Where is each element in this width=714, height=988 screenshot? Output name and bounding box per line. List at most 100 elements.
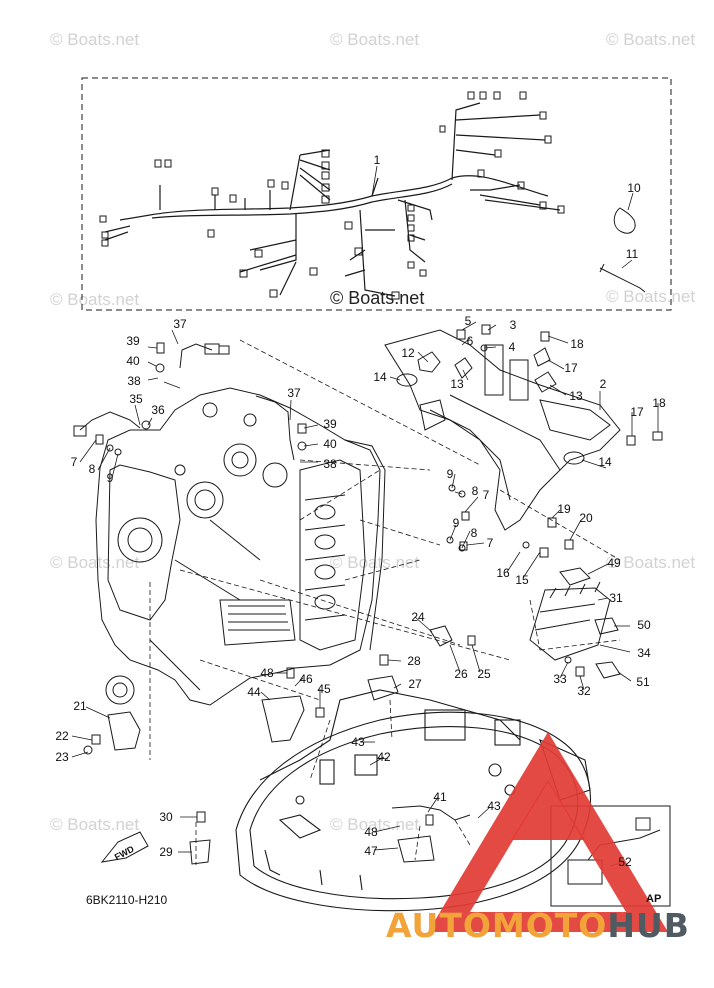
callout-label: 15: [515, 573, 529, 587]
inset-label: AP: [646, 893, 662, 905]
bracket-44: [261, 695, 305, 743]
callout-label: 8: [471, 484, 479, 498]
callout-label: 19: [557, 502, 571, 516]
bracket-2: [384, 329, 621, 531]
callout-label: 2: [599, 377, 607, 391]
bracket-47: [397, 835, 435, 863]
callout-label: 28: [407, 654, 421, 668]
callout-label: 7: [486, 536, 494, 550]
callout-label: 49: [607, 556, 621, 570]
callout-label: 12: [401, 346, 415, 360]
clip-49: [559, 567, 591, 586]
engine-block: [95, 387, 386, 706]
watermark: © Boats.net: [606, 287, 696, 306]
callout-label: 8: [470, 526, 478, 540]
callout-label: 6: [466, 334, 474, 348]
callout-label: 14: [598, 455, 612, 469]
callout-label: 33: [553, 672, 567, 686]
watermark: © Boats.net: [606, 553, 696, 572]
callout-label: 43: [487, 799, 501, 813]
callout-label: 20: [579, 511, 593, 525]
holder-17: [533, 347, 551, 367]
callout-label: 21: [73, 699, 87, 713]
watermark: © Boats.net: [330, 30, 420, 49]
logo-text-hub: HUB: [607, 906, 690, 945]
harness-box: [81, 77, 672, 311]
callout-label: 40: [323, 437, 337, 451]
sensor-cable-37-top: [179, 343, 213, 369]
holder-29: [189, 839, 211, 865]
callout-label: 44: [247, 685, 261, 699]
callout-label: 9: [446, 467, 454, 481]
watermark: © Boats.net: [50, 553, 140, 572]
callout-label: 1: [373, 153, 381, 167]
callout-label: 39: [126, 334, 140, 348]
watermark: © Boats.net: [606, 30, 696, 49]
holder-13b: [534, 371, 557, 393]
grommet-14: [396, 373, 418, 387]
harness-watermark: © Boats.net: [330, 288, 425, 308]
sensor-24: [429, 625, 453, 647]
callout-label: 35: [129, 392, 143, 406]
callout-label: 13: [450, 377, 464, 391]
callout-label: 26: [454, 667, 468, 681]
callout-label: 3: [509, 318, 517, 332]
fwd-arrow: [100, 831, 149, 863]
sensor-cable-37-mid: [255, 395, 295, 461]
callout-label: 13: [569, 389, 583, 403]
sensor-cable-35: [79, 411, 141, 431]
callout-label: 43: [351, 735, 365, 749]
grommet-14b: [563, 451, 585, 465]
part-code: 6BK2110-H210: [86, 893, 168, 907]
clip-50: [594, 617, 619, 635]
callout-label: 38: [127, 374, 141, 388]
callout-label: 37: [287, 386, 301, 400]
callout-label: 27: [408, 677, 422, 691]
callout-label: 7: [482, 488, 490, 502]
holder-13: [454, 357, 473, 379]
callout-label: 5: [464, 314, 472, 328]
callout-label: 50: [637, 618, 651, 632]
callout-label: 10: [627, 181, 641, 195]
callout-label: 36: [151, 403, 165, 417]
callout-label: 9: [452, 516, 460, 530]
bracket-31: [529, 581, 611, 661]
watermark: © Boats.net: [50, 815, 140, 834]
callout-label: 14: [373, 370, 387, 384]
harness-connectors: [99, 91, 565, 300]
callout-label: 18: [570, 337, 584, 351]
callout-label: 18: [652, 396, 666, 410]
cable-41: [391, 805, 471, 821]
holder-12: [417, 351, 441, 373]
callout-label: 37: [173, 317, 187, 331]
callout-label: 4: [508, 340, 516, 354]
callout-label: 30: [159, 810, 173, 824]
callout-label: 39: [323, 417, 337, 431]
watermark: © Boats.net: [50, 290, 140, 309]
wire-harness: [104, 102, 561, 297]
callout-label: 24: [411, 610, 425, 624]
callout-label: 52: [618, 855, 632, 869]
callout-label: 51: [636, 675, 650, 689]
callout-label: 9: [106, 471, 114, 485]
part-52: [567, 859, 603, 885]
callout-label: 47: [364, 844, 378, 858]
callout-label: 25: [477, 667, 491, 681]
callout-label: 16: [496, 566, 510, 580]
sensor-21: [107, 711, 141, 751]
callout-label: 29: [159, 845, 173, 859]
callout-label: 42: [377, 750, 391, 764]
automotohub-logo: AUTOMOTOHUB: [386, 906, 690, 945]
callout-label: 17: [630, 405, 644, 419]
sensor-27: [367, 675, 399, 701]
callout-label: 17: [564, 361, 578, 375]
callout-label: 48: [260, 666, 274, 680]
callout-label: 8: [88, 462, 96, 476]
logo-triangle: [428, 732, 668, 932]
inset-box: [550, 805, 671, 907]
callout-label: 41: [433, 790, 447, 804]
tie-11: [599, 263, 646, 293]
callout-label: 38: [323, 457, 337, 471]
